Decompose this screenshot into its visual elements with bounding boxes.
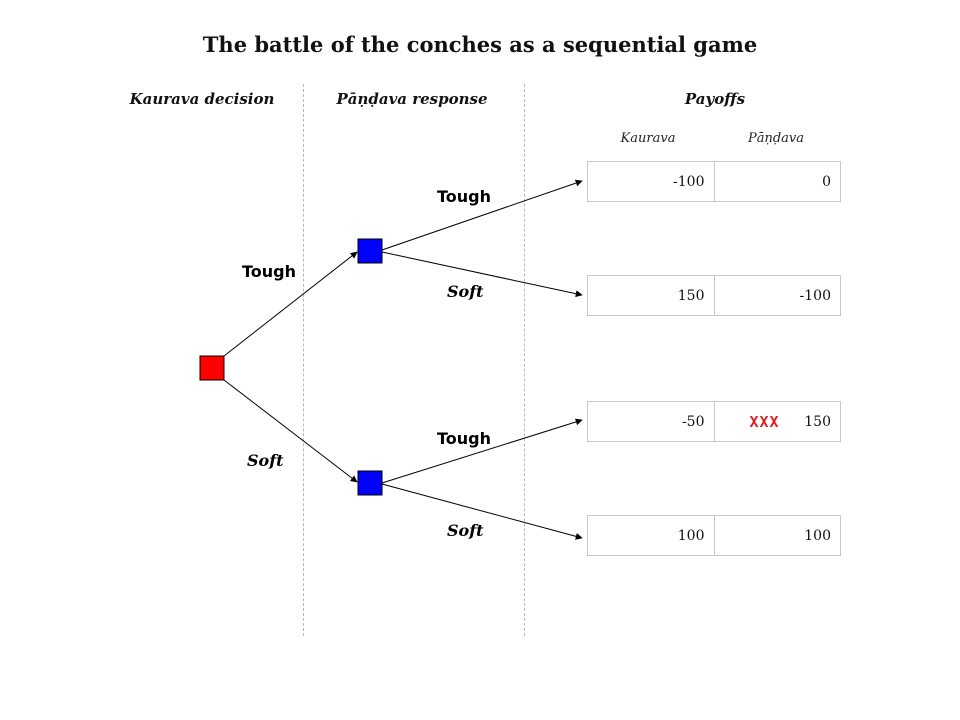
payoff-pandava-cell: 0 [713, 162, 841, 201]
pandava-response-node-lower [357, 470, 383, 496]
edge-root-tough [223, 251, 358, 357]
payoff-row: -50 XXX 150 [587, 401, 841, 442]
payoff-kaurava: 100 [677, 527, 705, 544]
payoff-kaurava: -100 [673, 173, 705, 190]
payoff-pandava-cell: XXX 150 [713, 402, 841, 441]
edge-label-root-soft: Soft [247, 451, 284, 470]
edge-lower-soft [381, 483, 583, 540]
payoff-pandava: 150 [804, 413, 831, 430]
column-divider-left [303, 84, 304, 636]
edge-label-lower-soft: Soft [447, 521, 484, 540]
column-divider-right [524, 84, 525, 636]
page-title: The battle of the conches as a sequentia… [202, 32, 758, 57]
payoff-pandava: -100 [799, 287, 831, 304]
edge-label-upper-soft: Soft [447, 282, 484, 301]
rejected-outcome-marker: XXX [749, 413, 780, 431]
payoff-pandava-cell: 100 [713, 516, 841, 555]
kaurava-decision-node [199, 355, 225, 381]
edge-lower-tough [381, 418, 583, 484]
payoff-kaurava: -50 [681, 413, 705, 430]
payoff-row: 150 -100 [587, 275, 841, 316]
column-header-pandava-response: Pāṇḍava response [336, 90, 488, 108]
edge-label-root-tough: Tough [242, 262, 297, 281]
edge-root-soft [223, 379, 358, 483]
edge-upper-soft [381, 251, 583, 298]
payoff-header-kaurava: Kaurava [620, 131, 676, 146]
edge-upper-tough [381, 179, 583, 251]
edge-label-lower-tough: Tough [437, 429, 492, 448]
payoff-pandava: 100 [804, 527, 831, 544]
column-header-payoffs: Payoffs [684, 90, 746, 108]
payoff-pandava: 0 [822, 173, 831, 190]
payoff-row: 100 100 [587, 515, 841, 556]
edge-label-upper-tough: Tough [437, 187, 492, 206]
payoff-row: -100 0 [587, 161, 841, 202]
payoff-pandava-cell: -100 [713, 276, 841, 315]
column-header-kaurava-decision: Kaurava decision [129, 90, 275, 108]
payoff-header-pandava: Pāṇḍava [747, 131, 805, 146]
pandava-response-node-upper [357, 238, 383, 264]
payoff-kaurava: 150 [677, 287, 705, 304]
